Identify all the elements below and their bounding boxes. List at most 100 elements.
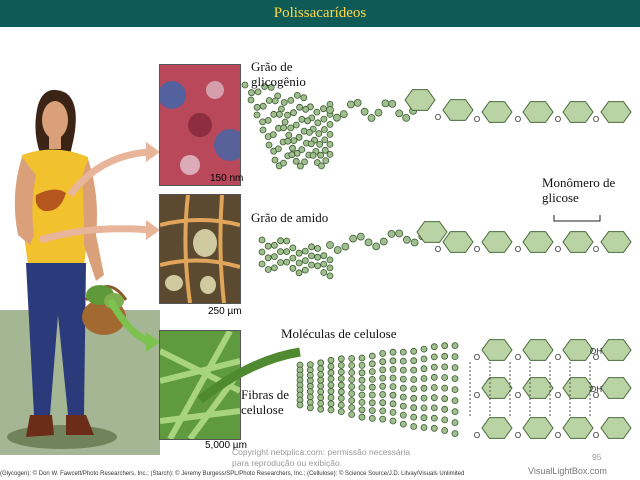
woman-illustration <box>0 89 160 455</box>
glycogen-bead <box>381 99 390 108</box>
glycogen-bead <box>259 126 267 134</box>
cellulose-bead <box>327 363 335 370</box>
cellulose-hexagon <box>522 417 554 439</box>
starch-bead <box>283 258 291 266</box>
glycogen-bead <box>259 118 267 126</box>
cellulose-bead <box>327 375 335 383</box>
cellulose-bead <box>410 366 418 374</box>
oxygen-label: O <box>515 391 521 400</box>
cellulose-bead <box>420 394 428 402</box>
cellulose-bead <box>451 386 459 394</box>
cellulose-bead <box>389 365 397 373</box>
glycogen-bead <box>295 133 303 141</box>
glycogen-bead <box>313 108 321 116</box>
starch-bead <box>289 254 297 262</box>
starch-bead <box>258 248 266 256</box>
glycogen-bead <box>274 145 282 153</box>
oxygen-label: O <box>474 115 480 124</box>
cellulose-bead <box>348 404 356 411</box>
starch-bead <box>379 237 388 246</box>
cellulose-bead <box>389 348 397 356</box>
cellulose-bead <box>451 342 459 350</box>
cellulose-bead <box>337 408 345 416</box>
oxygen-label: O <box>593 391 599 400</box>
oxygen-label: O <box>515 115 521 124</box>
starch-bead <box>301 247 309 255</box>
glycogen-bead <box>254 88 262 96</box>
cellulose-bead <box>430 424 438 432</box>
cellulose-bead <box>327 400 335 408</box>
glycogen-bead <box>315 130 323 138</box>
cellulose-bead <box>389 357 397 365</box>
cellulose-bead <box>399 402 407 410</box>
glycogen-bead <box>267 84 275 91</box>
starch-bead <box>264 242 272 250</box>
starch-bead <box>314 245 322 252</box>
oxygen-label: O <box>555 353 561 362</box>
glycogen-bead <box>346 100 355 109</box>
starch-bead <box>320 269 328 276</box>
starch-bead <box>364 238 373 247</box>
glycogen-bead <box>322 157 330 165</box>
cellulose-bead <box>420 355 428 363</box>
cellulose-bead <box>317 405 325 413</box>
cellulose-bead <box>399 366 407 374</box>
cellulose-bead <box>410 423 418 430</box>
cellulose-bead <box>348 369 356 376</box>
cellulose-bead <box>451 364 459 372</box>
cellulose-hexagon <box>481 377 513 399</box>
glycogen-bead <box>321 146 329 154</box>
cellulose-bead <box>358 406 366 414</box>
cellulose-bead <box>358 413 366 421</box>
starch-bead <box>277 237 284 245</box>
page-number: 95 <box>592 452 602 462</box>
cellulose-bead <box>451 408 459 416</box>
glycogen-bead <box>320 126 328 133</box>
cellulose-bead <box>410 413 418 421</box>
cellulose-bead <box>317 394 325 402</box>
cellulose-bead <box>327 356 335 364</box>
starch-micrograph <box>159 194 241 304</box>
starch-hexagon <box>416 221 448 243</box>
cellulose-bead <box>337 368 345 376</box>
starch-bead <box>333 246 342 254</box>
glycogen-hexagon <box>522 101 554 123</box>
cellulose-bead <box>337 394 345 402</box>
glycogen-bead <box>304 117 311 125</box>
cellulose-bead <box>399 375 407 383</box>
cellulose-bead <box>348 376 356 383</box>
glycogen-bead <box>269 131 277 139</box>
cellulose-bead <box>420 384 428 392</box>
glycogen-bead <box>265 141 273 149</box>
starch-bead <box>264 266 272 273</box>
oxygen-label: O <box>474 353 480 362</box>
watermark: VisualLightBox.com <box>528 466 607 476</box>
cellulose-bead <box>317 399 325 407</box>
starch-bead <box>295 259 303 267</box>
cellulose-bead <box>441 416 449 424</box>
cellulose-bead <box>410 347 418 355</box>
starch-bead <box>402 235 411 244</box>
cellulose-bead <box>368 368 376 376</box>
glycogen-bead <box>321 136 329 144</box>
glycogen-bead <box>320 105 327 113</box>
glycogen-micrograph <box>159 64 241 186</box>
cellulose-bead <box>441 395 449 403</box>
glycogen-bead <box>271 97 279 105</box>
cellulose-bead <box>430 373 438 381</box>
cellulose-bead <box>348 411 356 418</box>
glycogen-bead <box>360 107 369 116</box>
glycogen-bead <box>261 83 269 90</box>
cellulose-bead <box>420 424 428 431</box>
cellulose-bead <box>337 388 345 396</box>
cellulose-bead <box>389 417 397 425</box>
cellulose-bead <box>441 374 449 381</box>
cellulose-bead <box>420 404 428 412</box>
copyright-notice: Copyright netxplica.com: permissão neces… <box>232 447 411 468</box>
cellulose-fibers-label: Fibras de celulose <box>241 387 290 417</box>
cellulose-bead <box>379 366 387 374</box>
cellulose-bead <box>441 384 449 392</box>
starch-bead <box>301 266 309 274</box>
cellulose-bead <box>430 363 438 371</box>
